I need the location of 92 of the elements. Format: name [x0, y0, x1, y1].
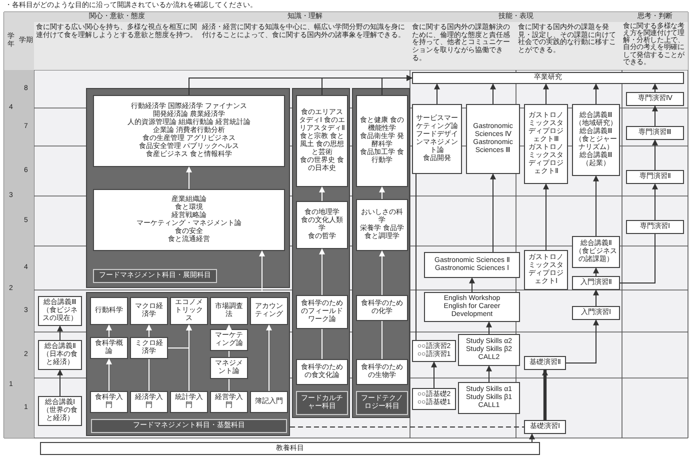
- course-box: [356, 199, 408, 251]
- arrow: [593, 289, 599, 306]
- arrow: [542, 369, 548, 420]
- arrow: [593, 83, 599, 104]
- arrow: [486, 365, 492, 382]
- course-box: [572, 276, 620, 290]
- course-box: [250, 297, 288, 325]
- course-box: [296, 201, 348, 249]
- arrow: [490, 83, 496, 104]
- arrow: [186, 166, 192, 190]
- course-box: [572, 306, 620, 320]
- course-box: [458, 382, 520, 414]
- arrow: [226, 324, 232, 330]
- course-box: [626, 126, 684, 140]
- dashed-connector: [290, 426, 524, 428]
- course-box: [93, 95, 285, 167]
- course-box: [38, 296, 82, 326]
- arrow: [652, 83, 658, 92]
- arrow: [652, 139, 658, 170]
- course-box: [90, 297, 128, 325]
- arrow: [543, 83, 549, 104]
- course-box: [572, 236, 620, 268]
- arrow: [259, 250, 265, 292]
- connector-line: [228, 350, 230, 358]
- arrow: [57, 325, 63, 340]
- course-box: [170, 391, 208, 413]
- course-box: [412, 340, 456, 362]
- course-box: [40, 442, 540, 455]
- course-box: [90, 337, 128, 359]
- course-box: [93, 189, 285, 251]
- arrow: [106, 324, 112, 338]
- course-group-panel: [86, 292, 290, 436]
- arrow: [486, 321, 492, 334]
- connector-line: [148, 358, 150, 392]
- arrow: [593, 267, 599, 276]
- course-box: [458, 334, 520, 366]
- course-box: [626, 170, 684, 184]
- course-box: [356, 359, 408, 385]
- course-box: [412, 388, 456, 410]
- course-box: [296, 359, 348, 385]
- arrow: [379, 250, 385, 296]
- arrow: [146, 324, 152, 338]
- arrow: [379, 186, 385, 200]
- course-box: [130, 391, 168, 413]
- arrow: [382, 75, 413, 96]
- course-box: [210, 391, 248, 413]
- course-box: [626, 220, 684, 234]
- course-box: [356, 295, 408, 321]
- course-box: [466, 104, 520, 174]
- course-box: [356, 95, 408, 187]
- arrow: [652, 183, 658, 220]
- arrow: [266, 324, 272, 392]
- arrow: [566, 319, 599, 364]
- course-box: [524, 420, 566, 434]
- arrow: [543, 183, 549, 250]
- arrow: [593, 175, 599, 236]
- arrow: [106, 358, 112, 392]
- course-box: [90, 391, 128, 413]
- course-box: [572, 104, 620, 176]
- connector-line: [228, 378, 230, 392]
- course-box: [524, 356, 566, 370]
- arrow: [529, 433, 535, 442]
- course-box: [250, 391, 288, 413]
- course-box: [210, 297, 248, 325]
- course-box: [424, 252, 520, 278]
- arrow: [57, 369, 63, 396]
- course-box: [38, 340, 82, 370]
- course-box: [524, 104, 568, 184]
- arrow: [434, 83, 440, 104]
- course-box: [210, 357, 248, 379]
- course-group-panel: [292, 88, 350, 418]
- arrow: [319, 248, 325, 296]
- course-group-panel: [352, 88, 410, 418]
- arrow: [319, 186, 325, 202]
- course-box: [412, 104, 462, 174]
- course-box: [412, 72, 684, 84]
- course-box: [130, 297, 168, 325]
- arrow: [469, 277, 475, 292]
- course-box: [210, 329, 248, 351]
- course-box: [296, 95, 348, 187]
- course-box: [296, 295, 348, 329]
- arrow: [490, 173, 496, 252]
- arrow: [652, 105, 658, 126]
- course-box: [38, 396, 82, 426]
- course-box: [626, 92, 684, 106]
- course-box: [170, 297, 208, 325]
- connector-line: [620, 234, 656, 284]
- arrow: [431, 361, 437, 388]
- course-box: [130, 337, 168, 359]
- course-group-panel: [86, 88, 290, 288]
- course-box: [424, 292, 520, 322]
- arrow: [186, 324, 192, 392]
